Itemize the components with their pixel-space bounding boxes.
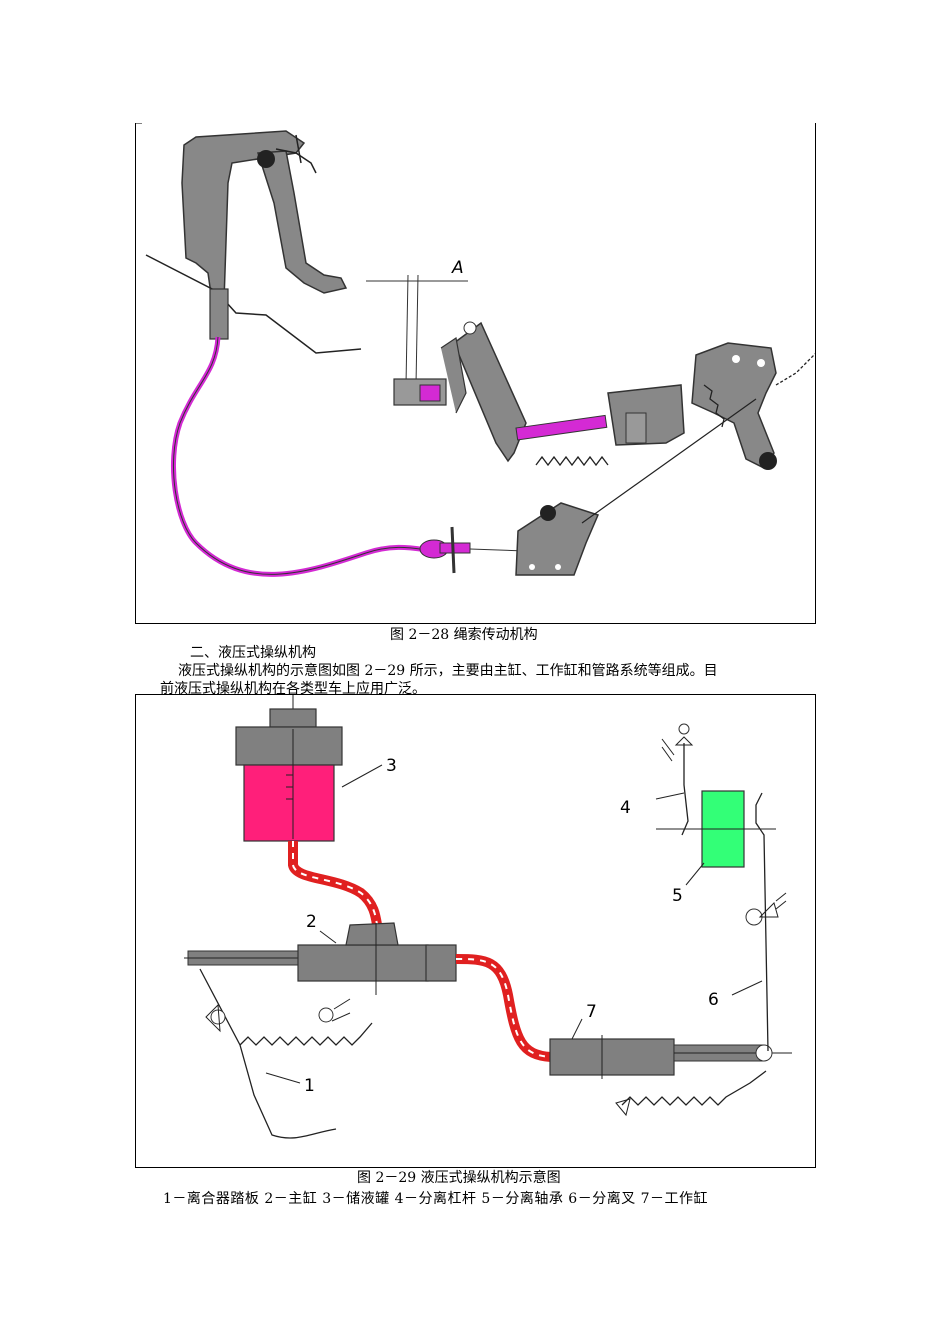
clutch-cable bbox=[170, 336, 437, 577]
figure1-caption: 图 2－28 绳索传动机构 bbox=[390, 627, 538, 643]
figure-cable-mechanism: A bbox=[135, 123, 816, 624]
release-bracket bbox=[691, 342, 777, 469]
section-heading: 二、液压式操纵机构 bbox=[190, 645, 316, 661]
paragraph-line-1: 液压式操纵机构的示意图如图 2－29 所示，主要由主缸、工作缸和管路系统等组成。… bbox=[178, 663, 718, 679]
fluid-reservoir bbox=[243, 764, 335, 842]
mount-plate bbox=[515, 502, 600, 576]
figure2-caption: 图 2－29 液压式操纵机构示意图 bbox=[357, 1170, 561, 1186]
reservoir-cap bbox=[269, 708, 317, 728]
figure2-legend: 1－离合器踏板 2－主缸 3－储液罐 4－分离杠杆 5－分离轴承 6－分离叉 7… bbox=[163, 1191, 709, 1207]
label-2: 2 bbox=[306, 912, 317, 932]
label-4: 4 bbox=[620, 798, 631, 818]
label-a: A bbox=[451, 258, 464, 278]
label-3: 3 bbox=[386, 756, 397, 776]
clutch-pedal-line bbox=[199, 968, 337, 1139]
label-5: 5 bbox=[672, 886, 683, 906]
cable-mechanism-drawing: A bbox=[136, 123, 815, 577]
slave-cylinder bbox=[549, 1038, 675, 1076]
hydraulic-mechanism-drawing: 3 2 4 5 6 7 1 bbox=[184, 695, 792, 1139]
label-7: 7 bbox=[586, 1002, 597, 1022]
label-1: 1 bbox=[304, 1076, 315, 1096]
master-cylinder bbox=[297, 944, 429, 982]
pedal-bracket bbox=[181, 130, 306, 302]
paragraph-line-2: 前液压式操纵机构在各类型车上应用广泛。 bbox=[160, 681, 426, 697]
label-6: 6 bbox=[708, 990, 719, 1010]
clutch-pedal bbox=[256, 150, 348, 294]
figure-hydraulic-mechanism: 3 2 4 5 6 7 1 bbox=[135, 694, 816, 1168]
